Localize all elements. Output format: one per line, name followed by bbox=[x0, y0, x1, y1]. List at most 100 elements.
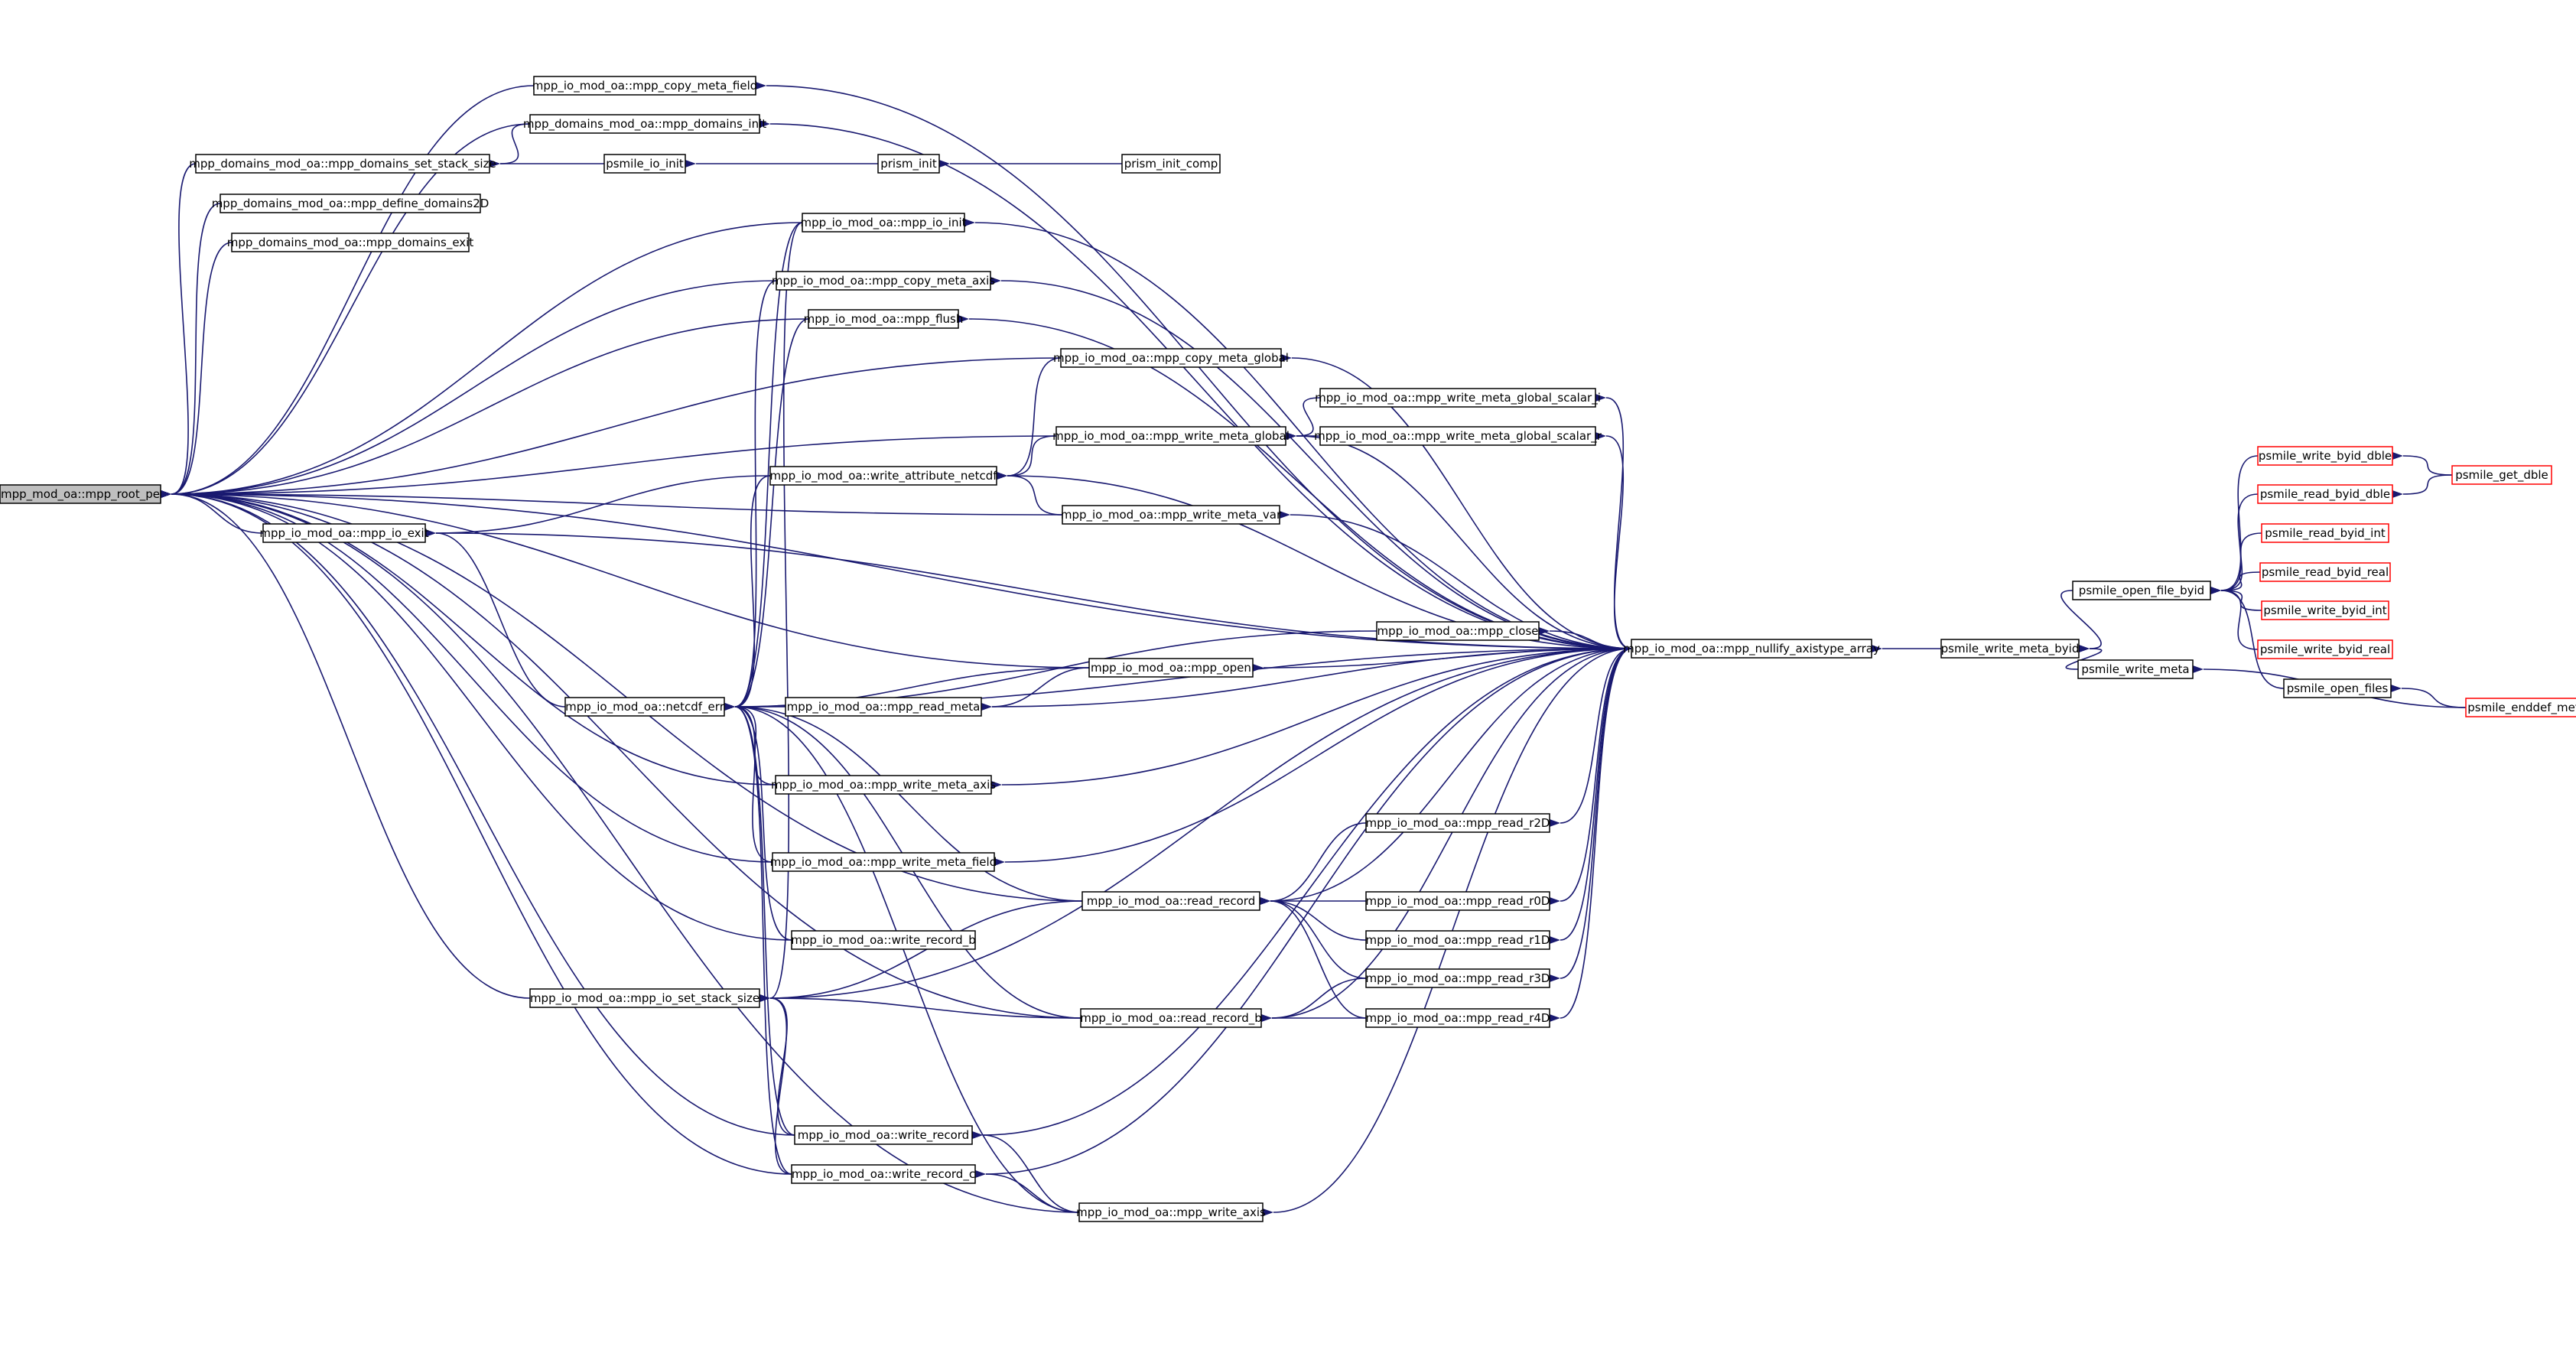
node-root[interactable]: mpp_mod_oa::mpp_root_pe bbox=[0, 484, 161, 504]
node-io-init[interactable]: mpp_io_mod_oa::mpp_io_init bbox=[800, 213, 967, 233]
edge-io-set-stack-to-write-record-c bbox=[759, 994, 792, 1175]
node-domains-exit[interactable]: mpp_domains_mod_oa::mpp_domains_exit bbox=[227, 233, 474, 252]
node-box bbox=[776, 271, 991, 291]
node-write-meta-global[interactable]: mpp_io_mod_oa::mpp_write_meta_global bbox=[1052, 426, 1290, 446]
node-psmile-read-byid-dble[interactable]: psmile_read_byid_dble bbox=[2257, 484, 2393, 504]
node-write-record-c[interactable]: mpp_io_mod_oa::write_record_c bbox=[791, 1164, 976, 1184]
edge-psmile-write-byid-dble-to-psmile-get-dble bbox=[2392, 451, 2453, 476]
node-psmile-enddef-metadata[interactable]: psmile_enddef_metadata bbox=[2465, 698, 2576, 717]
node-label: mpp_io_mod_oa::mpp_io_init bbox=[800, 216, 966, 230]
edge-psmile-open-file-byid-to-psmile-write-byid-real bbox=[2210, 586, 2259, 650]
node-read-r4d[interactable]: mpp_io_mod_oa::mpp_read_r4D bbox=[1365, 1008, 1550, 1028]
edge-path bbox=[1285, 431, 1632, 649]
node-label: mpp_io_mod_oa::mpp_copy_meta_axis bbox=[772, 274, 995, 288]
edge-path bbox=[724, 318, 809, 711]
edge-netcdf-err-to-copy-meta-axis bbox=[724, 280, 777, 711]
node-nullify[interactable]: mpp_io_mod_oa::mpp_nullify_axistype_arra… bbox=[1623, 639, 1880, 659]
node-psmile-write-meta-byid[interactable]: psmile_write_meta_byid bbox=[1940, 639, 2080, 659]
edge-path bbox=[160, 435, 1057, 499]
node-label: mpp_mod_oa::mpp_root_pe bbox=[1, 487, 160, 502]
node-read-r1d[interactable]: mpp_io_mod_oa::mpp_read_r1D bbox=[1365, 930, 1550, 950]
node-read-r0d[interactable]: mpp_io_mod_oa::mpp_read_r0D bbox=[1365, 891, 1550, 911]
edge-read-record-b-to-nullify bbox=[1260, 648, 1632, 1023]
node-read-meta[interactable]: mpp_io_mod_oa::mpp_read_meta bbox=[785, 697, 982, 717]
node-netcdf-err[interactable]: mpp_io_mod_oa::netcdf_err bbox=[564, 697, 725, 717]
node-wmg-scalar-i[interactable]: mpp_io_mod_oa::mpp_write_meta_global_sca… bbox=[1315, 388, 1601, 408]
node-psmile-get-dble[interactable]: psmile_get_dble bbox=[2451, 465, 2552, 485]
nodes-layer: mpp_mod_oa::mpp_root_pempp_io_mod_oa::mp… bbox=[0, 76, 2576, 1222]
node-read-r2d[interactable]: mpp_io_mod_oa::mpp_read_r2D bbox=[1365, 813, 1550, 833]
edge-root-to-write-meta-field bbox=[160, 490, 773, 863]
node-box bbox=[1088, 658, 1254, 678]
node-box bbox=[262, 523, 426, 543]
node-copy-meta-field[interactable]: mpp_io_mod_oa::mpp_copy_meta_field bbox=[532, 76, 758, 96]
edge-read-meta-to-nullify bbox=[981, 648, 1632, 711]
node-box bbox=[2259, 562, 2391, 582]
edge-psmile-open-file-byid-to-psmile-read-byid-int bbox=[2210, 532, 2262, 595]
node-box bbox=[231, 233, 470, 252]
edge-path bbox=[990, 276, 1632, 649]
node-define2d[interactable]: mpp_domains_mod_oa::mpp_define_domains2D bbox=[212, 194, 490, 213]
node-box bbox=[808, 309, 959, 329]
node-write-meta-axis[interactable]: mpp_io_mod_oa::mpp_write_meta_axis bbox=[771, 775, 996, 795]
node-prism-init-comp[interactable]: prism_init_comp bbox=[1121, 154, 1221, 174]
node-psmile-write-meta[interactable]: psmile_write_meta bbox=[2077, 659, 2194, 679]
node-write-axis[interactable]: mpp_io_mod_oa::mpp_write_axis bbox=[1076, 1202, 1266, 1222]
node-write-meta-field[interactable]: mpp_io_mod_oa::mpp_write_meta_field bbox=[770, 852, 997, 872]
node-write-record-b[interactable]: mpp_io_mod_oa::write_record_b bbox=[791, 930, 976, 950]
edge-root-to-write-record-b bbox=[160, 490, 792, 941]
edge-netcdf-err-to-write-record-c bbox=[724, 702, 792, 1175]
node-box bbox=[1319, 426, 1596, 446]
node-copy-meta-axis[interactable]: mpp_io_mod_oa::mpp_copy_meta_axis bbox=[772, 271, 995, 291]
edge-netcdf-err-to-write-attr bbox=[724, 475, 771, 711]
edge-write-record-to-write-axis bbox=[971, 1130, 1080, 1213]
node-psmile-write-byid-real[interactable]: psmile_write_byid_real bbox=[2257, 639, 2393, 659]
node-write-record[interactable]: mpp_io_mod_oa::write_record bbox=[794, 1125, 973, 1145]
edge-root-to-write-record-c bbox=[160, 490, 792, 1175]
edge-read-record-to-read-r2d bbox=[1259, 822, 1367, 906]
edge-netcdf-err-to-read-record bbox=[724, 702, 1083, 902]
node-io-set-stack[interactable]: mpp_io_mod_oa::mpp_io_set_stack_size bbox=[529, 988, 760, 1008]
edge-path bbox=[1549, 648, 1632, 828]
node-domains-init[interactable]: mpp_domains_mod_oa::mpp_domains_init bbox=[523, 114, 766, 134]
node-write-meta-var[interactable]: mpp_io_mod_oa::mpp_write_meta_var bbox=[1061, 505, 1282, 525]
node-psmile-write-byid-int[interactable]: psmile_write_byid_int bbox=[2261, 600, 2389, 620]
node-close[interactable]: mpp_io_mod_oa::mpp_close bbox=[1376, 621, 1540, 641]
edge-copy-meta-axis-to-nullify bbox=[990, 276, 1632, 649]
edge-root-to-write-meta-global bbox=[160, 435, 1057, 499]
node-label: mpp_io_mod_oa::mpp_write_axis bbox=[1076, 1205, 1266, 1220]
node-copy-meta-global[interactable]: mpp_io_mod_oa::mpp_copy_meta_global bbox=[1053, 348, 1289, 368]
node-wmg-scalar-r[interactable]: mpp_io_mod_oa::mpp_write_meta_global_sca… bbox=[1314, 426, 1602, 446]
edge-path bbox=[971, 1130, 1080, 1213]
edge-read-r3d-to-nullify bbox=[1549, 648, 1632, 983]
node-prism-init[interactable]: prism_init bbox=[877, 154, 940, 174]
node-box bbox=[877, 154, 940, 174]
node-read-record-b[interactable]: mpp_io_mod_oa::read_record_b bbox=[1080, 1008, 1262, 1028]
node-read-r3d[interactable]: mpp_io_mod_oa::mpp_read_r3D bbox=[1365, 968, 1550, 988]
node-psmile-read-byid-real[interactable]: psmile_read_byid_real bbox=[2259, 562, 2391, 582]
node-flush[interactable]: mpp_io_mod_oa::mpp_flush bbox=[804, 309, 964, 329]
node-read-record[interactable]: mpp_io_mod_oa::read_record bbox=[1081, 891, 1260, 911]
edge-path bbox=[160, 242, 233, 499]
node-box bbox=[564, 697, 725, 717]
node-psmile-write-byid-dble[interactable]: psmile_write_byid_dble bbox=[2257, 446, 2393, 466]
node-psmile-io-init[interactable]: psmile_io_init bbox=[603, 154, 686, 174]
edge-path bbox=[1259, 896, 1367, 941]
edge-psmile-write-meta-byid-to-psmile-open-file-byid bbox=[2060, 590, 2102, 653]
edge-io-set-stack-to-io-init bbox=[759, 222, 803, 1003]
edge-root-to-write-record bbox=[160, 490, 795, 1136]
edge-path bbox=[160, 163, 197, 499]
node-open[interactable]: mpp_io_mod_oa::mpp_open bbox=[1088, 658, 1254, 678]
edge-read-record-to-read-r1d bbox=[1259, 896, 1367, 941]
node-write-attr[interactable]: mpp_io_mod_oa::write_attribute_netcdf bbox=[769, 466, 997, 486]
node-io-exit[interactable]: mpp_io_mod_oa::mpp_io_exit bbox=[259, 523, 429, 543]
node-psmile-read-byid-int[interactable]: psmile_read_byid_int bbox=[2261, 523, 2389, 543]
edge-path bbox=[981, 667, 1090, 711]
node-psmile-open-files[interactable]: psmile_open_files bbox=[2283, 678, 2392, 698]
node-set-stack[interactable]: mpp_domains_mod_oa::mpp_domains_set_stac… bbox=[189, 154, 496, 174]
edge-path bbox=[759, 994, 795, 1136]
edge-wmg-scalar-r-to-nullify bbox=[1595, 431, 1632, 649]
edge-path bbox=[759, 994, 792, 1175]
node-psmile-open-file-byid[interactable]: psmile_open_file_byid bbox=[2072, 581, 2211, 600]
edge-read-r1d-to-nullify bbox=[1549, 648, 1632, 945]
